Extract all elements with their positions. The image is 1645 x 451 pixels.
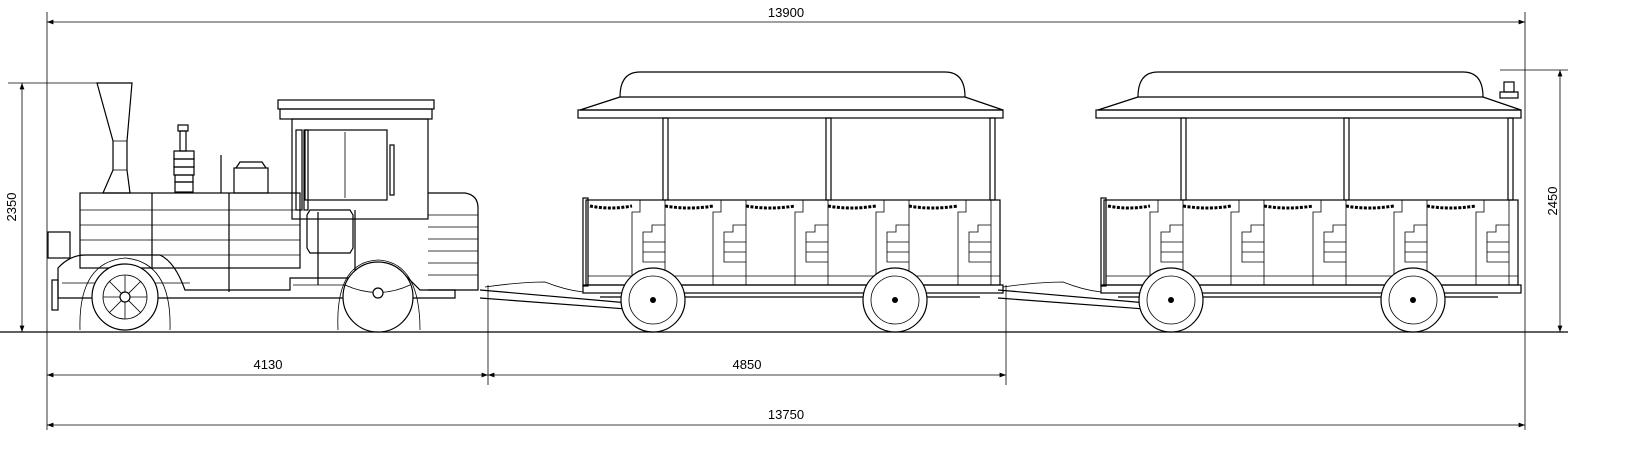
dimension-lines [8, 12, 1568, 430]
hood [428, 192, 479, 291]
chimney [96, 82, 133, 194]
carriage-2 [996, 70, 1523, 334]
dim-overall-length: 13900 [768, 5, 804, 20]
carriage-1 [478, 70, 1005, 334]
cab-door-panel [306, 209, 354, 254]
dim-carriage-length: 4850 [733, 357, 762, 372]
dim-loco-height: 2350 [4, 193, 19, 222]
front-wheel [79, 257, 171, 331]
locomotive [47, 82, 479, 333]
dim-wheelbase-total: 13750 [768, 407, 804, 422]
cab [277, 99, 435, 285]
steam-dome [173, 124, 269, 194]
boiler [47, 192, 301, 292]
dim-loco-length: 4130 [254, 357, 283, 372]
rear-wheel [337, 259, 421, 333]
beacon-light [1499, 81, 1519, 99]
dim-carriage-height: 2450 [1545, 187, 1560, 216]
cab-window [304, 129, 388, 201]
